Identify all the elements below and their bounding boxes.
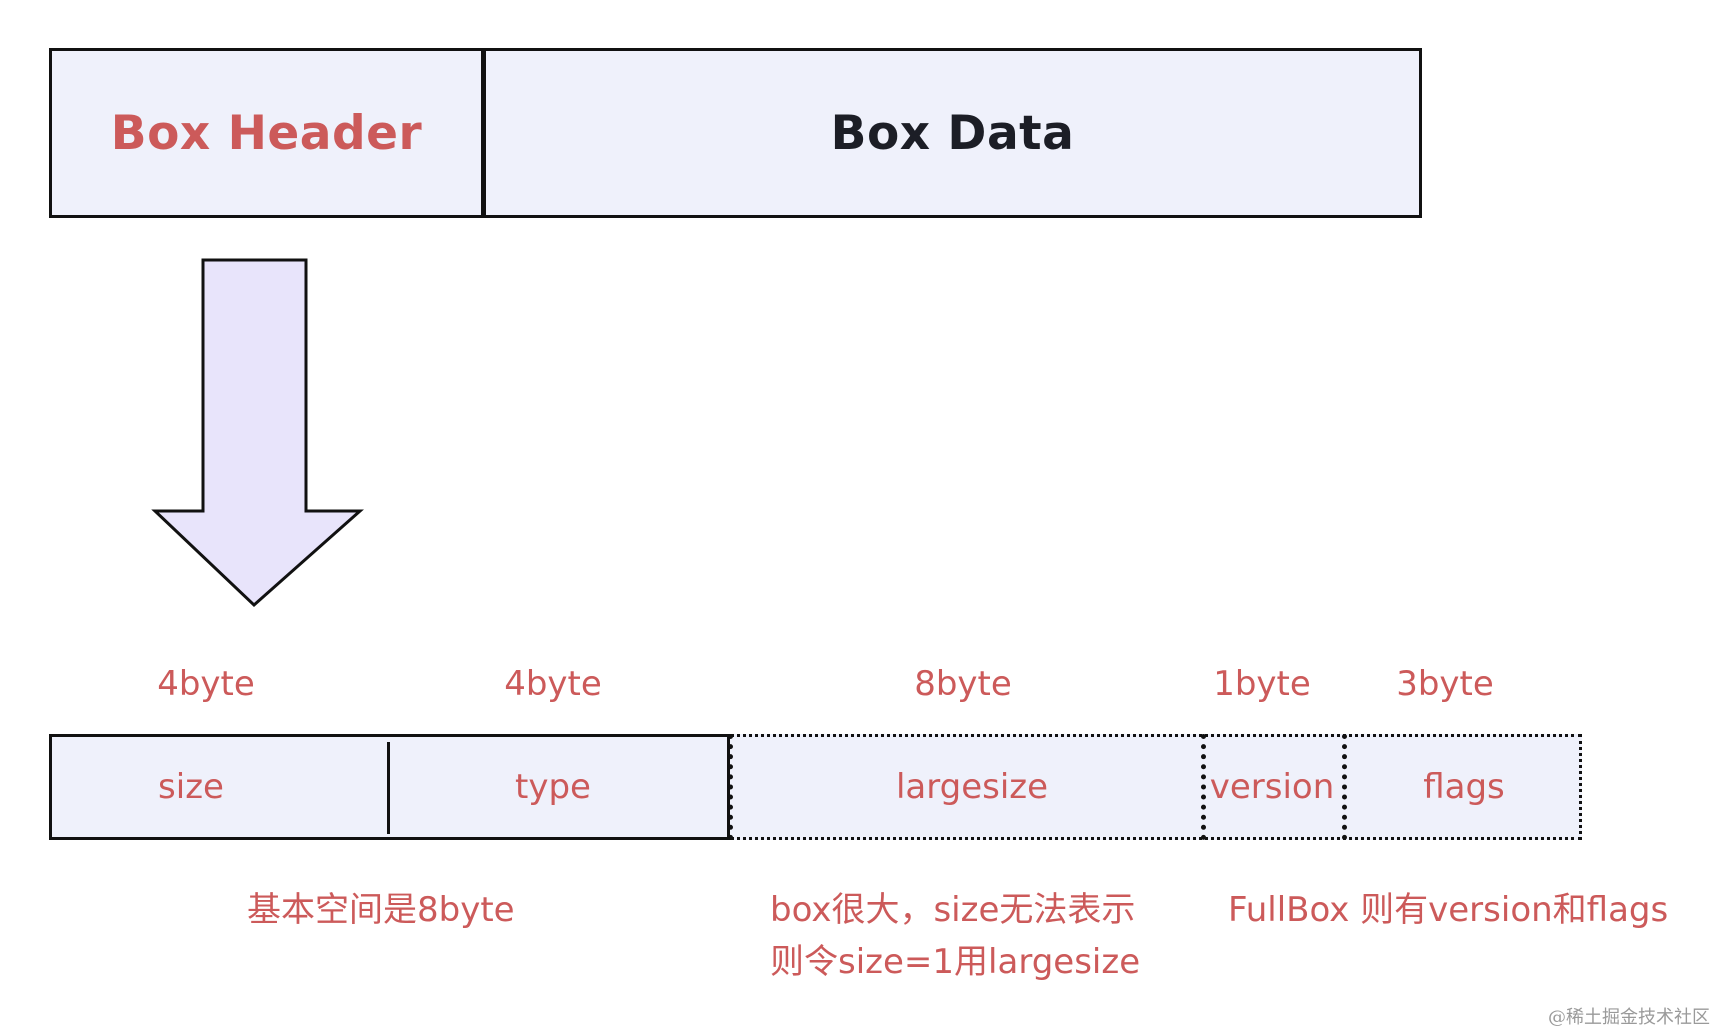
size-field: size (158, 767, 224, 807)
optional-header-fields (730, 734, 1582, 840)
largesize-field: largesize (895, 767, 1049, 807)
flags-field: flags (1423, 767, 1505, 807)
type-field: type (515, 767, 591, 807)
version-field: version (1209, 767, 1335, 807)
largesize-note-line2: 则令size=1用largesize (770, 942, 1141, 982)
watermark: @稀土掘金技术社区 (1548, 1007, 1710, 1028)
largesize-version-divider (1201, 734, 1206, 840)
version-bytes-label: 1byte (1213, 664, 1311, 704)
largesize-note-line1: box很大，size无法表示 (770, 890, 1136, 930)
type-largesize-divider (728, 734, 733, 840)
flags-bytes-label: 3byte (1396, 664, 1494, 704)
basic-size-note: 基本空间是8byte (247, 890, 515, 930)
size-bytes-label: 4byte (157, 664, 255, 704)
version-flags-divider (1342, 734, 1347, 840)
box-structure (49, 48, 1422, 218)
down-arrow-icon (151, 258, 364, 608)
fullbox-note: FullBox 则有version和flags (1228, 890, 1669, 930)
box-header-label: Box Header (110, 105, 423, 161)
largesize-bytes-label: 8byte (914, 664, 1012, 704)
header-data-divider (481, 48, 486, 218)
type-bytes-label: 4byte (504, 664, 602, 704)
box-data-label: Box Data (830, 105, 1075, 161)
size-type-divider (387, 742, 390, 834)
